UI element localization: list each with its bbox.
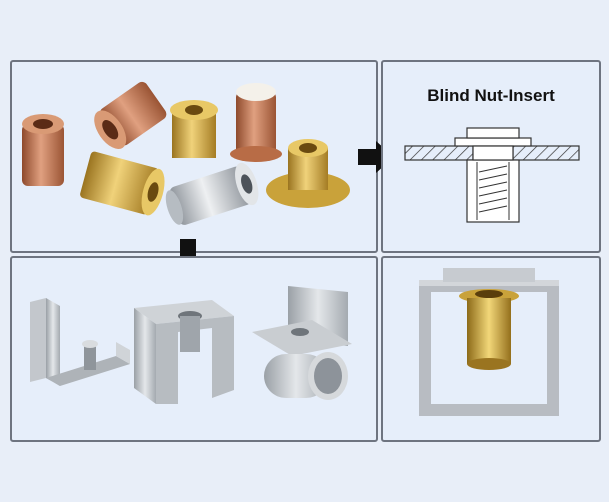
copper-flange-nut [94, 81, 167, 149]
aluminum-profile-illustration [30, 286, 352, 404]
cross-section-panel: Blind Nut-Insert [381, 60, 601, 253]
aluminum-profile-panel [10, 256, 378, 442]
brass-rivet-nut [459, 289, 519, 370]
nut-assortment-panel [10, 60, 378, 253]
blind-nut-cross-section-diagram [404, 127, 580, 223]
u-channel-with-nut [134, 300, 234, 404]
diagram-title: Blind Nut-Insert [427, 86, 555, 105]
square-tube-illustration [419, 268, 559, 416]
copper-rivet-nut [22, 114, 64, 186]
brass-wide-flange-nut [266, 139, 350, 208]
steel-knurled-nut [165, 162, 259, 225]
angle-profile-with-nut [30, 298, 130, 386]
brass-long-hex-nut [80, 151, 165, 216]
copper-tall-nut [230, 83, 282, 162]
round-tube-with-bracket [252, 286, 352, 400]
square-tube-panel [381, 256, 601, 442]
nut-assortment-illustration [22, 81, 350, 225]
brass-hex-nut [170, 100, 218, 158]
